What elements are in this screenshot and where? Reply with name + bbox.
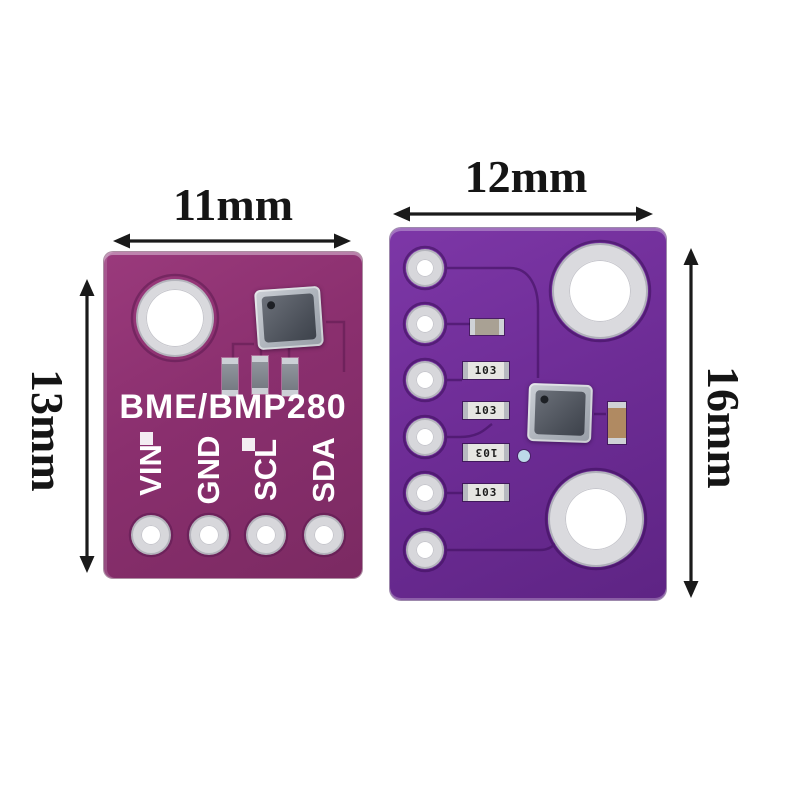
left-width-dimension-arrow: [113, 233, 351, 249]
pin-pad: [408, 420, 442, 454]
silkscreen-square: [242, 438, 255, 451]
pin-pad: [408, 251, 442, 285]
right-width-dimension-arrow: [393, 206, 653, 222]
board-title: BME/BMP280: [119, 388, 347, 426]
right-pcb-bmp280-module: 103 103 103 103: [390, 228, 666, 600]
pin-label-scl: SCL: [248, 439, 283, 501]
right-board-height-label: 16mm: [698, 365, 749, 489]
pin-pad: [408, 476, 442, 510]
pin-pad: [408, 533, 442, 567]
smd-component: [518, 450, 530, 462]
pin-hole-gnd: [191, 517, 227, 553]
mounting-hole: [554, 245, 646, 337]
left-pcb-bme280-module: BME/BMP280 VIN GND SCL SDA: [104, 252, 362, 578]
mounting-hole: [138, 281, 212, 355]
silkscreen-square: [140, 432, 153, 445]
pin-hole-scl: [248, 517, 284, 553]
smd-capacitor: [470, 319, 504, 335]
bmp280-sensor-chip: [527, 382, 593, 444]
left-board-width-label: 11mm: [172, 179, 294, 230]
right-height-dimension-arrow: [683, 248, 699, 598]
right-board-width-label: 12mm: [464, 151, 588, 202]
smd-capacitor: [222, 358, 238, 396]
mounting-hole: [550, 473, 642, 565]
pin-label-vin: VIN: [133, 444, 168, 496]
smd-capacitor: [282, 358, 298, 396]
smd-capacitor: [252, 356, 268, 394]
left-height-dimension-arrow: [79, 279, 95, 573]
pin-hole-vin: [133, 517, 169, 553]
pin-label-sda: SDA: [306, 437, 341, 503]
pin-label-gnd: GND: [191, 435, 226, 505]
smd-resistor: 103: [463, 444, 509, 461]
smd-resistor: 103: [463, 362, 509, 379]
pin-pad: [408, 363, 442, 397]
smd-resistor: 103: [463, 484, 509, 501]
smd-capacitor: [608, 402, 626, 444]
left-board-height-label: 13mm: [22, 368, 73, 492]
pin-pad: [408, 307, 442, 341]
pin-hole-sda: [306, 517, 342, 553]
bme280-sensor-chip: [253, 285, 325, 351]
smd-resistor: 103: [463, 402, 509, 419]
